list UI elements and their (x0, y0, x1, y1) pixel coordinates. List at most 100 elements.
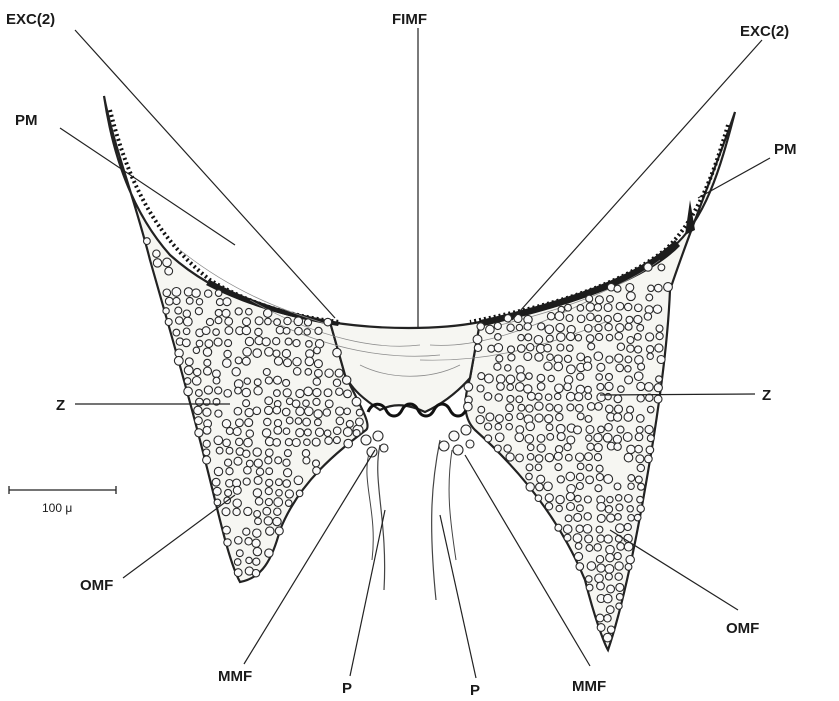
cell (576, 483, 583, 490)
cell (183, 328, 190, 335)
cell (606, 405, 614, 413)
cell (646, 446, 654, 454)
cell (325, 369, 333, 377)
cell (656, 333, 663, 340)
cell (566, 493, 574, 501)
cell (626, 316, 633, 323)
cell (547, 433, 554, 440)
cell (225, 489, 232, 496)
cell (303, 400, 310, 407)
cell (315, 369, 323, 377)
cell (623, 433, 632, 442)
cell (618, 386, 625, 393)
scale-bar: 100 μ (9, 486, 116, 515)
cell (324, 318, 332, 326)
cell (614, 483, 621, 490)
cell (567, 485, 576, 494)
cell (635, 433, 643, 441)
cell (585, 453, 593, 461)
cell (616, 593, 623, 600)
cell (295, 418, 302, 425)
cell (245, 538, 252, 545)
cell (607, 585, 615, 593)
cell (604, 594, 613, 603)
cell (485, 435, 492, 442)
cell (204, 386, 212, 394)
cell (655, 284, 663, 292)
cell (194, 406, 202, 414)
cell (617, 543, 625, 551)
cell (586, 464, 593, 471)
cell (344, 439, 353, 448)
cell (234, 407, 242, 415)
cell (497, 383, 505, 391)
cell (184, 378, 191, 385)
cell (275, 457, 282, 464)
cell (508, 354, 515, 361)
cell (577, 463, 584, 470)
cell (284, 450, 291, 457)
cell (615, 354, 623, 362)
cell (626, 556, 634, 564)
cell (508, 346, 515, 353)
cell (554, 362, 563, 371)
cell (333, 427, 341, 435)
cell (594, 304, 601, 311)
cell (234, 457, 242, 465)
cell (163, 308, 169, 314)
cell (605, 565, 614, 574)
cell (212, 478, 220, 486)
cell (516, 396, 523, 403)
cell (635, 476, 642, 483)
cell (176, 317, 183, 324)
cell (185, 358, 193, 366)
cell (577, 305, 584, 312)
cell (236, 419, 244, 427)
cell (595, 574, 604, 583)
cell (196, 340, 203, 347)
cell (265, 406, 273, 414)
cell (195, 429, 203, 437)
cell (323, 409, 330, 416)
cell (594, 352, 603, 361)
cell (253, 529, 261, 537)
cell (285, 439, 292, 446)
cell (264, 418, 271, 425)
cell (242, 357, 250, 365)
cell (577, 353, 585, 361)
cell (657, 356, 665, 364)
cell (575, 495, 582, 502)
cell (584, 513, 591, 520)
cell (235, 308, 242, 315)
cell (525, 435, 534, 444)
cell (254, 379, 261, 386)
cell (273, 517, 281, 525)
cell (243, 450, 250, 457)
cell (192, 289, 200, 297)
cell (587, 403, 595, 411)
cell (545, 394, 552, 401)
cell (605, 382, 613, 390)
cell (225, 459, 232, 466)
cell (596, 556, 603, 563)
cell (266, 468, 273, 475)
cell (214, 499, 221, 506)
cell (233, 508, 240, 515)
cell (292, 400, 300, 408)
cell (563, 525, 572, 534)
cell (215, 309, 222, 316)
cell (567, 332, 575, 340)
cell (596, 374, 603, 381)
cell (607, 496, 613, 502)
cell (516, 454, 524, 462)
cell (567, 503, 575, 511)
cell (646, 294, 653, 301)
cell (252, 570, 259, 577)
cell (524, 353, 532, 361)
cell (537, 383, 545, 391)
cell (265, 457, 272, 464)
cell (335, 369, 343, 377)
cell (615, 573, 622, 580)
cell (473, 335, 482, 344)
cell (635, 304, 643, 312)
